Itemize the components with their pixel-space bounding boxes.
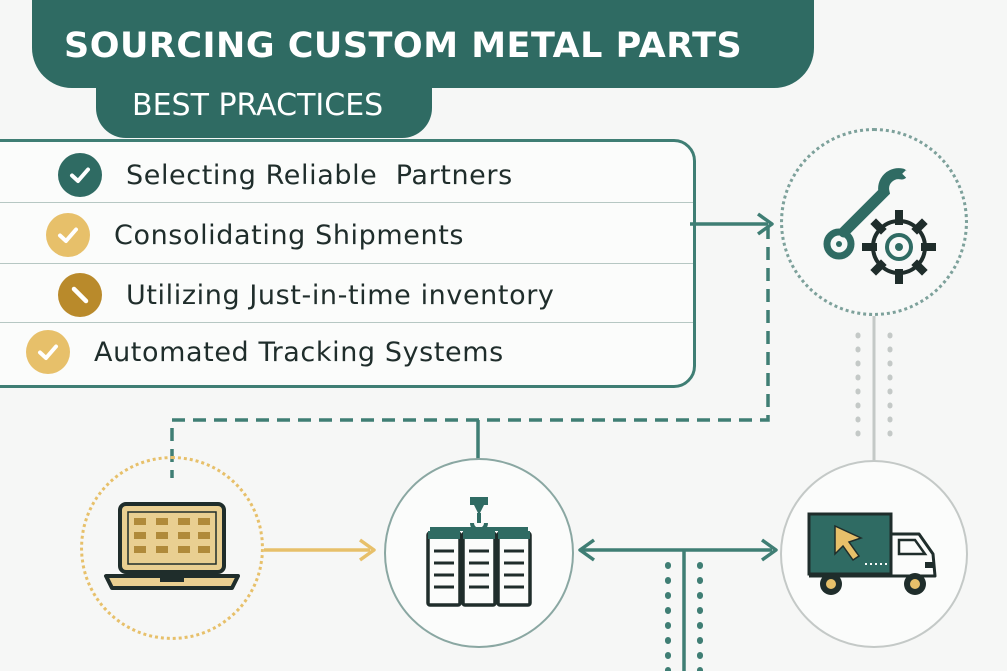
laptop-icon xyxy=(104,502,240,590)
arrow-head-right xyxy=(760,538,778,562)
row-divider xyxy=(0,322,693,323)
practice-item-jit-inventory: Utilizing Just-in-time inventory xyxy=(58,273,554,317)
practice-label: Utilizing Just-in-time inventory xyxy=(126,279,555,311)
practice-item-consolidating: Consolidating Shipments xyxy=(46,213,464,257)
practice-label: Consolidating Shipments xyxy=(114,219,465,251)
check-icon xyxy=(26,330,70,374)
check-icon xyxy=(46,213,90,257)
factory-node xyxy=(384,458,574,648)
row-divider xyxy=(0,263,693,264)
cursor-icon xyxy=(834,524,864,562)
factory-icon xyxy=(426,497,532,607)
arrow-head xyxy=(756,212,774,236)
practice-label: Selecting Reliable Partners xyxy=(126,159,513,191)
page-title: SOURCING CUSTOM METAL PARTS xyxy=(64,26,743,66)
practices-card xyxy=(0,139,696,388)
wrench-gear-icon xyxy=(823,168,936,284)
tools-node xyxy=(780,128,968,316)
practice-label: Automated Tracking Systems xyxy=(94,336,504,368)
slash-icon xyxy=(58,273,102,317)
laptop-node xyxy=(80,456,264,640)
dashed-route xyxy=(170,226,770,478)
page-subtitle: BEST PRACTICES xyxy=(132,88,384,123)
title-banner xyxy=(32,0,814,88)
arrow-head-left xyxy=(578,538,596,562)
row-divider xyxy=(0,202,693,203)
delivery-truck-icon xyxy=(807,512,937,595)
subtitle-banner xyxy=(96,80,432,138)
practice-item-partners: Selecting Reliable Partners xyxy=(58,153,513,197)
delivery-node xyxy=(780,460,968,648)
gold-arrow-head xyxy=(358,538,376,562)
practice-item-tracking: Automated Tracking Systems xyxy=(26,330,504,374)
check-icon xyxy=(58,153,102,197)
